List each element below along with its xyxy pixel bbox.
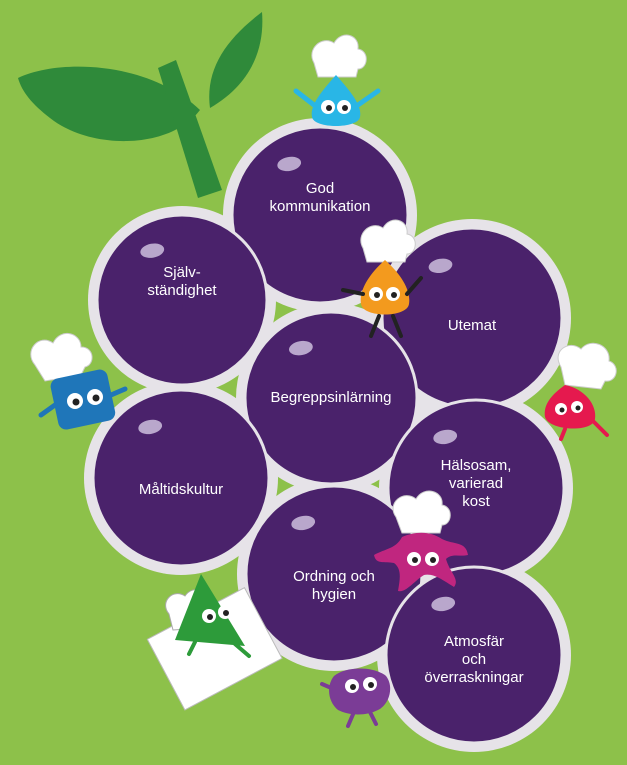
grape-utemat bbox=[380, 226, 564, 410]
character-blue-drop bbox=[293, 34, 381, 126]
chef-hat-icon bbox=[360, 219, 416, 263]
grape-label-sjalvstandighet: Själv- ständighet bbox=[147, 264, 217, 299]
grape-highlight-icon bbox=[431, 596, 456, 612]
grape-highlight-icon bbox=[289, 340, 313, 356]
chef-hat-icon bbox=[311, 34, 367, 78]
character-blue-square bbox=[30, 333, 128, 430]
character-magenta-star bbox=[374, 490, 468, 592]
grape-circle-maltidskultur bbox=[91, 388, 271, 568]
grape-highlight-icon bbox=[138, 419, 163, 435]
leaf-stem-group bbox=[18, 12, 263, 198]
grape-circle-begreppsinlarning bbox=[243, 310, 419, 486]
grape-label-atmosfar: Atmosfär och överraskningar bbox=[424, 633, 524, 686]
chef-star-icon bbox=[374, 532, 468, 592]
grape-maltidskultur bbox=[91, 388, 271, 568]
grape-highlight-icon bbox=[428, 258, 453, 274]
chef-hat-icon bbox=[557, 342, 617, 390]
grape-label-maltidskultur: Måltidskultur bbox=[138, 481, 224, 498]
chef-blob-icon bbox=[329, 668, 391, 715]
character-red-drop bbox=[544, 342, 617, 441]
grape-highlight-icon bbox=[433, 429, 458, 445]
chef-square-icon bbox=[50, 369, 116, 430]
chef-drop-icon bbox=[311, 75, 361, 126]
chef-drop-icon bbox=[360, 260, 410, 315]
big-leaf-icon bbox=[18, 66, 200, 142]
chef-drop-icon bbox=[544, 385, 596, 429]
grape-atmosfar bbox=[384, 565, 564, 745]
small-leaf-icon bbox=[209, 12, 263, 108]
grape-highlight-icon bbox=[140, 243, 165, 258]
grape-label-halsosam: Hälsosam, varierad kost bbox=[440, 457, 512, 510]
grape-highlight-icon bbox=[291, 515, 316, 531]
character-orange-drop bbox=[341, 219, 423, 338]
chef-hat-icon bbox=[30, 333, 93, 382]
grape-circle-atmosfar bbox=[384, 565, 564, 745]
grape-ordning bbox=[244, 484, 424, 664]
grape-circle-kommunikation bbox=[230, 125, 410, 305]
grape-label-utemat: Utemat bbox=[447, 317, 497, 334]
grape-highlight-icon bbox=[277, 156, 302, 172]
character-purple-blob bbox=[320, 668, 391, 728]
grape-label-kommunikation: God kommunikation bbox=[269, 180, 371, 215]
grape-sjalvstandighet bbox=[95, 213, 269, 387]
character-green-triangle bbox=[146, 574, 283, 711]
grape-begreppsinlarning bbox=[243, 310, 419, 486]
stem-icon bbox=[158, 60, 222, 198]
grape-circle-sjalvstandighet bbox=[95, 213, 269, 387]
grape-label-ordning: Ordning och hygien bbox=[293, 568, 375, 603]
grape-kommunikation bbox=[230, 125, 410, 305]
chef-hat-icon bbox=[392, 490, 451, 534]
grape-label-begreppsinlarning: Begreppsinlärning bbox=[270, 389, 392, 406]
